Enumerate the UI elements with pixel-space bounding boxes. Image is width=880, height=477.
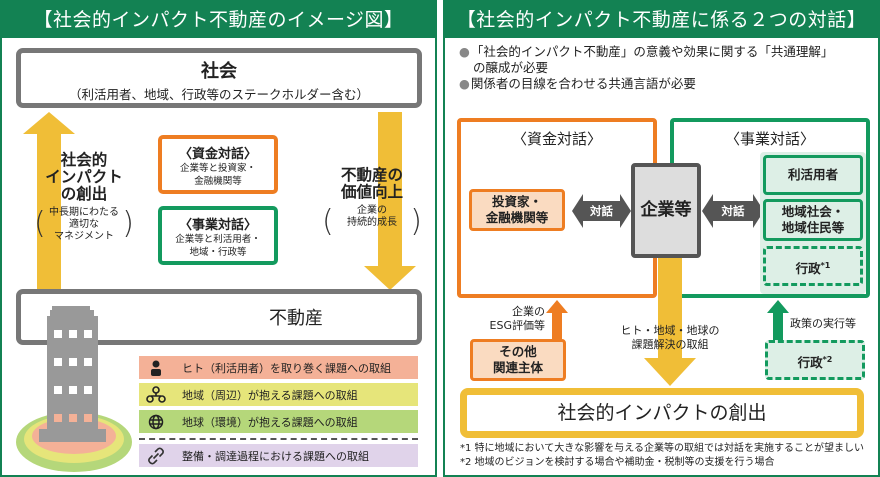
footnote-mark: *2 — [822, 355, 833, 364]
issue-label: 地球（環境）が抱える課題への取組 — [182, 415, 358, 429]
fund-frame-title: 〈資金対話〉 — [511, 130, 602, 148]
globe-icon — [144, 414, 168, 430]
investor-line: 投資家・ — [491, 194, 542, 209]
double-arrow-icon — [572, 194, 631, 228]
real-estate-title: 不動産 — [269, 308, 323, 329]
investor-box: 投資家・ 金融機関等 — [469, 189, 565, 231]
issue-row-region: 地域（周辺）が抱える課題への取組 — [139, 383, 418, 406]
other-line: その他 — [499, 344, 537, 359]
building-icon — [16, 306, 132, 472]
other-line: 関連主体 — [492, 360, 543, 375]
value-note-line: 持続的成長 — [347, 217, 397, 228]
esg-line: ESG評価等 — [489, 319, 545, 332]
issue-solution-label: ヒト・地域・地球の 課題解決の取組 — [610, 324, 730, 352]
impact-line: インパクト — [45, 168, 123, 186]
impact-note-line: マネジメント — [54, 231, 114, 242]
society-title: 社会 — [201, 61, 237, 82]
bullet-continuation: の醸成が必要 — [473, 60, 549, 75]
double-arrow-icon — [702, 194, 764, 228]
company-box: 企業等 — [631, 163, 701, 258]
business-frame-title: 〈事業対話〉 — [724, 130, 815, 148]
government-box-2: 行政*2 — [765, 340, 865, 380]
business-dialogue-heading: 〈事業対話〉 — [178, 218, 257, 233]
esg-up-arrow — [546, 300, 568, 344]
impact-creation-box: 社会的インパクトの創出 — [460, 388, 864, 438]
footnotes: *1 特に地域において大きな影響を与える企業等の取組では対話を実施することが望ま… — [460, 442, 864, 470]
fund-dialogue-heading: 〈資金対話〉 — [178, 147, 257, 162]
fund-dialogue-box: 〈資金対話〉 企業等と投資家・ 金融機関等 — [158, 135, 278, 194]
local-community-box: 地域社会・ 地域住民等 — [763, 199, 863, 241]
business-dialogue-box: 〈事業対話〉 企業等と利活用者・ 地域・行政等 — [158, 206, 278, 265]
business-dialogue-line: 企業等と利活用者・ — [175, 234, 261, 245]
hito-line: 課題解決の取組 — [631, 338, 709, 351]
person-icon — [144, 360, 168, 376]
local-line: 地域住民等 — [781, 220, 845, 235]
business-dialogue-arrow: 対話 — [702, 194, 764, 228]
bullet-text: 関係者の目線を合わせる共通言語が必要 — [470, 76, 696, 91]
issue-separator — [139, 438, 418, 440]
dialogue-label: 対話 — [590, 204, 613, 218]
value-improvement-label: 不動産の 価値向上 企業の 持続的成長 — [322, 166, 422, 244]
esg-evaluation-label: 企業の ESG評価等 — [475, 305, 545, 333]
policy-execution-label: 政策の実行等 — [790, 317, 856, 330]
impact-line: の創出 — [60, 185, 108, 203]
bullet-item: ● 関係者の目線を合わせる共通言語が必要 — [459, 76, 833, 92]
impact-line: 社会的 — [60, 151, 108, 169]
impact-note: 中長期にわたる 適切な マネジメント — [34, 203, 134, 245]
footnote: *2 地域のビジョンを検討する場合や補助金・税制等の支援を行う場合 — [460, 457, 775, 468]
local-line: 地域社会・ — [781, 204, 845, 219]
bullet-item: ● 「社会的インパクト不動産」の意義や効果に関する「共通理解」 — [459, 44, 833, 60]
esg-line: 企業の — [512, 305, 545, 318]
fund-dialogue-arrow: 対話 — [572, 194, 631, 228]
policy-up-arrow — [767, 300, 789, 340]
impact-creation-up-arrow — [23, 112, 75, 290]
issue-solution-down-arrow — [644, 254, 696, 386]
chain-link-icon — [144, 447, 168, 465]
bullet-text: 「社会的インパクト不動産」の意義や効果に関する「共通理解」 — [470, 44, 834, 59]
issue-row-earth: 地球（環境）が抱える課題への取組 — [139, 410, 418, 433]
government-label: 行政 — [795, 261, 821, 277]
issue-label: 整備・調達過程における課題への取組 — [182, 449, 369, 463]
footnote: *1 特に地域において大きな影響を与える企業等の取組では対話を実施することが望ま… — [460, 443, 864, 454]
bullet-marker: ● — [459, 44, 470, 59]
investor-line: 金融機関等 — [485, 210, 549, 225]
issue-row-person: ヒト（利活用者）を取り巻く課題への取組 — [139, 356, 418, 379]
society-subtitle: （利活用者、地域、行政等のステークホルダー含む） — [68, 87, 369, 102]
other-entities-box: その他 関連主体 — [470, 339, 566, 381]
issue-row-supply: 整備・調達過程における課題への取組 — [139, 444, 418, 467]
value-improvement-down-arrow — [364, 112, 416, 290]
government-box-1: 行政*1 — [763, 246, 863, 286]
impact-note-line: 適切な — [69, 219, 99, 230]
value-line: 不動産の — [340, 166, 403, 184]
hito-line: ヒト・地域・地球の — [620, 324, 720, 337]
left-panel-title: 【社会的インパクト不動産のイメージ図】 — [2, 2, 435, 38]
value-note: 企業の 持続的成長 — [322, 201, 422, 243]
users-box: 利活用者 — [763, 155, 863, 195]
bullet-marker: ● — [459, 76, 470, 91]
footnote-mark: *1 — [820, 261, 831, 270]
impact-creation-label: 社会的 インパクト の創出 中長期にわたる 適切な マネジメント — [34, 151, 134, 246]
community-icon — [144, 385, 168, 404]
issue-label: 地域（周辺）が抱える課題への取組 — [182, 388, 358, 402]
business-dialogue-line: 地域・行政等 — [189, 247, 247, 258]
fund-dialogue-line: 金融機関等 — [194, 176, 242, 187]
impact-real-estate-image-panel: 【社会的インパクト不動産のイメージ図】 社会 （利活用者、地域、行政等のステーク… — [0, 0, 437, 477]
fund-dialogue-line: 企業等と投資家・ — [179, 163, 256, 174]
issue-label: ヒト（利活用者）を取り巻く課題への取組 — [182, 361, 391, 375]
value-line: 価値向上 — [340, 183, 403, 201]
right-panel-title: 【社会的インパクト不動産に係る２つの対話】 — [445, 2, 878, 38]
impact-note-line: 中長期にわたる — [49, 207, 119, 218]
two-dialogues-panel: 【社会的インパクト不動産に係る２つの対話】 ● 「社会的インパクト不動産」の意義… — [443, 0, 880, 477]
government-label: 行政 — [797, 355, 823, 371]
value-note-line: 企業の — [357, 205, 387, 216]
bullet-list: ● 「社会的インパクト不動産」の意義や効果に関する「共通理解」 の醸成が必要 ●… — [459, 44, 833, 92]
society-box: 社会 （利活用者、地域、行政等のステークホルダー含む） — [16, 48, 422, 108]
dialogue-label: 対話 — [721, 204, 745, 218]
